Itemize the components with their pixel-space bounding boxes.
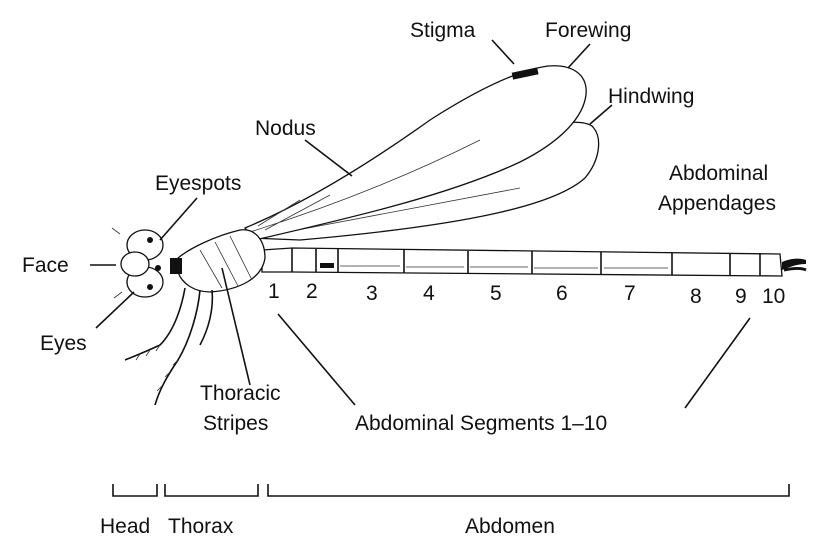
forewing-label: Forewing — [545, 19, 631, 42]
eyespots-label: Eyespots — [155, 172, 241, 195]
stigma-label: Stigma — [410, 19, 476, 42]
abdominal-appendages — [782, 259, 806, 270]
segment-number: 1 — [268, 280, 280, 303]
abdominal-appendages-label-line1: Abdominal — [669, 162, 768, 185]
nodus-label: Nodus — [255, 117, 316, 140]
abdominal-segments-label: Abdominal Segments 1–10 — [355, 412, 607, 435]
segment-numbers: 1 2 3 4 5 6 7 8 9 10 — [268, 280, 785, 308]
segment-number: 6 — [556, 282, 568, 305]
segment-number: 5 — [490, 282, 502, 305]
thoracic-stripes-label-line2: Stripes — [203, 412, 268, 435]
segment-number: 9 — [735, 285, 747, 308]
head-body — [112, 228, 182, 298]
segment-number: 10 — [762, 285, 785, 308]
segment-number: 8 — [690, 285, 702, 308]
segment-number: 2 — [306, 280, 318, 303]
thorax-region-label: Thorax — [168, 515, 234, 538]
thoracic-stripes-label-line1: Thoracic — [200, 382, 281, 405]
segment-number: 3 — [366, 282, 378, 305]
segment-number: 7 — [624, 282, 636, 305]
thorax-body — [178, 230, 265, 292]
eyes-label: Eyes — [40, 332, 87, 355]
region-brackets — [113, 484, 789, 496]
hindwing-label: Hindwing — [608, 85, 694, 108]
head-region-label: Head — [100, 515, 150, 538]
abdomen-body — [262, 248, 782, 276]
abdominal-appendages-label-line2: Appendages — [658, 192, 776, 215]
abdomen-region-label: Abdomen — [465, 515, 555, 538]
segment-number: 4 — [423, 282, 435, 305]
face-label: Face — [22, 254, 69, 277]
